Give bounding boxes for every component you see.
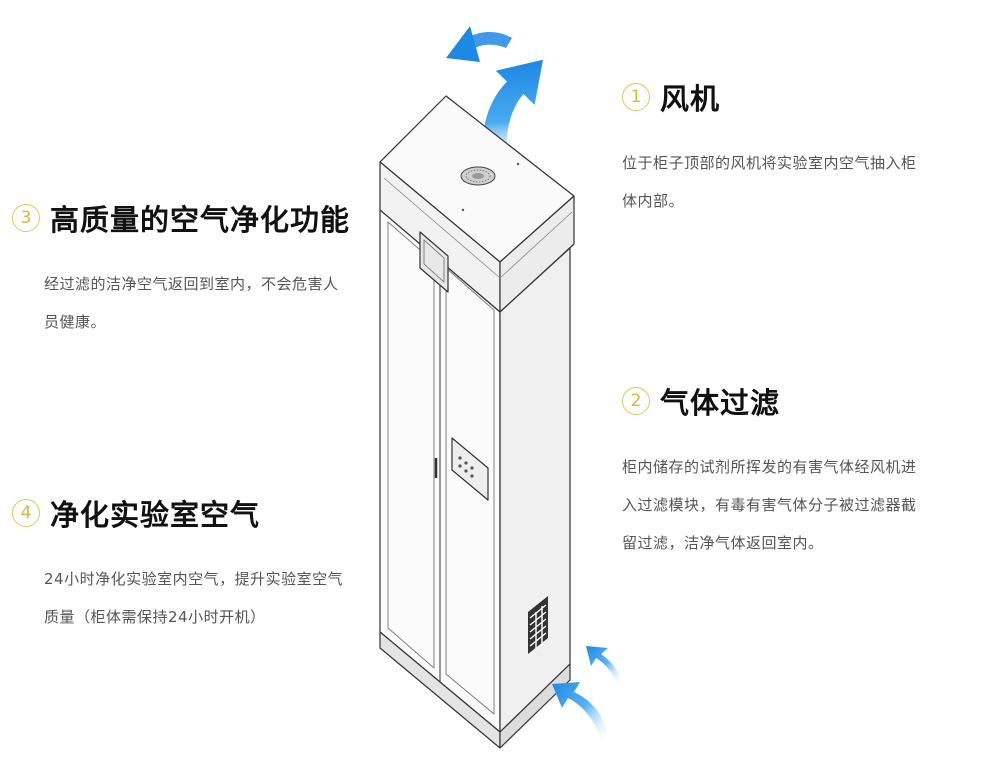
feature-number-badge: 3	[12, 204, 40, 232]
screen-indicator-icon	[458, 162, 520, 478]
feature-title: 净化实验室空气	[50, 498, 261, 532]
feature-number-badge: 2	[622, 387, 650, 415]
feature-description: 位于柜子顶部的风机将实验室内空气抽入柜体内部。	[622, 154, 917, 210]
intake-airflow-arrow-icon	[552, 646, 622, 742]
feature-number-badge: 4	[12, 499, 40, 527]
feature-number-badge: 1	[622, 83, 650, 111]
feature-air-purification: 3 高质量的空气净化功能 经过滤的洁净空气返回到室内，不会危害人员健康。	[12, 197, 350, 341]
feature-lab-air-cleaning: 4 净化实验室空气 24小时净化实验室内空气，提升实验室空气质量（柜体需保持24…	[12, 492, 354, 636]
feature-description: 柜内储存的试剂所挥发的有害气体经风机进入过滤模块，有毒有害气体分子被过滤器截留过…	[622, 458, 917, 552]
feature-description: 经过滤的洁净空气返回到室内，不会危害人员健康。	[44, 275, 339, 331]
feature-gas-filtration: 2 气体过滤 柜内储存的试剂所挥发的有害气体经风机进入过滤模块，有毒有害气体分子…	[622, 380, 922, 562]
feature-title: 气体过滤	[660, 386, 781, 420]
feature-title: 高质量的空气净化功能	[50, 203, 351, 237]
feature-fan: 1 风机 位于柜子顶部的风机将实验室内空气抽入柜体内部。	[622, 76, 922, 220]
feature-description: 24小时净化实验室内空气，提升实验室空气质量（柜体需保持24小时开机）	[44, 570, 344, 626]
fan-vent-icon	[460, 166, 496, 186]
air-inlet-grille-icon	[528, 596, 548, 654]
feature-title: 风机	[660, 82, 721, 116]
